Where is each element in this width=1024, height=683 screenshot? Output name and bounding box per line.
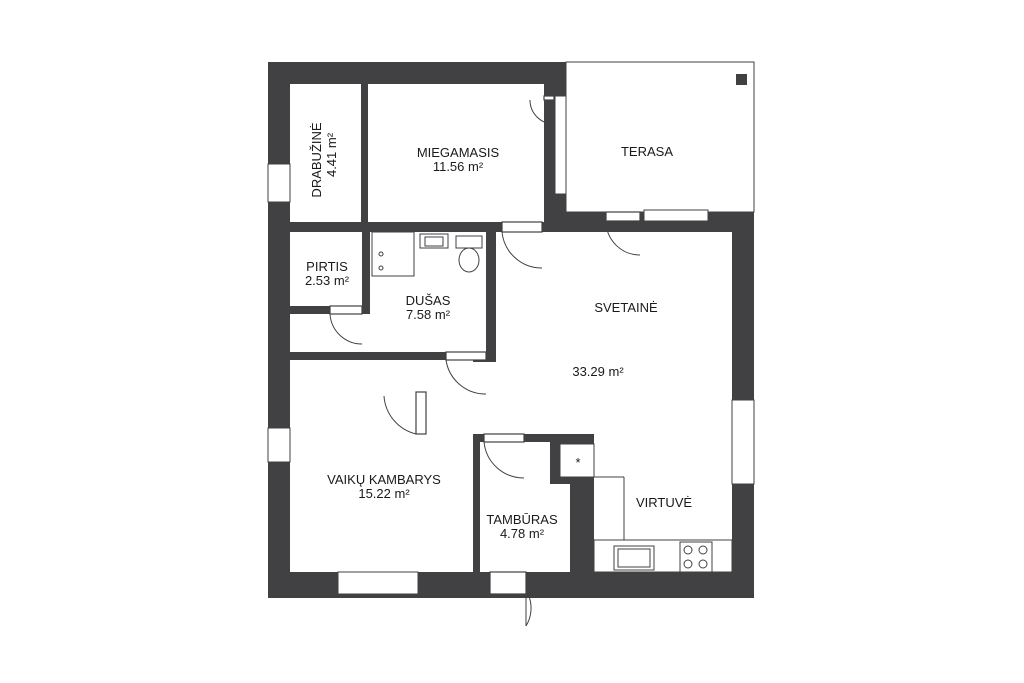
shower-head-icon <box>378 251 384 257</box>
room-name-miegamasis: MIEGAMASIS <box>417 145 500 160</box>
room-tamburas <box>480 442 550 572</box>
room-pirtis-fill <box>290 232 362 312</box>
shower-tray <box>371 231 415 277</box>
room-tamburas-ext <box>550 484 570 572</box>
window-drabuzine <box>267 163 291 203</box>
room-name-svetaine: SVETAINĖ <box>594 300 658 315</box>
door-tamburas[interactable] <box>483 433 525 479</box>
toilet-icon <box>455 235 483 273</box>
room-vaiku-ext <box>290 360 416 432</box>
vent-symbol: * <box>575 455 580 470</box>
room-area-pirtis: 2.53 m² <box>305 273 350 288</box>
room-area-drabuzine: 4.41 m² <box>324 132 339 177</box>
terrace-area <box>565 61 755 213</box>
sink-icon <box>419 233 449 249</box>
window-svetaine-north <box>643 209 709 222</box>
terrace-post <box>736 74 747 85</box>
room-area-tamburas: 4.78 m² <box>500 526 545 541</box>
room-name-vaiku: VAIKŲ KAMBARYS <box>327 472 441 487</box>
door-svetaine-north[interactable] <box>501 221 543 269</box>
door-miegamasis[interactable] <box>529 95 555 125</box>
room-miegamasis <box>368 84 544 222</box>
room-name-terasa: TERASA <box>621 144 673 159</box>
room-name-dusas: DUŠAS <box>406 293 451 308</box>
door-vaiku[interactable] <box>383 391 427 435</box>
window-svetaine-east <box>731 399 755 485</box>
wall-pirtis <box>362 232 370 312</box>
shower-drain-icon <box>378 265 384 271</box>
window-vaiku-south <box>337 571 419 595</box>
door-pirtis[interactable] <box>329 305 363 345</box>
room-name-virtuve: VIRTUVĖ <box>636 495 692 510</box>
door-entrance[interactable] <box>489 571 532 627</box>
room-area-vaiku: 15.22 m² <box>358 486 410 501</box>
room-drabuzine <box>290 84 361 222</box>
room-area-dusas: 7.58 m² <box>406 307 451 322</box>
room-svetaine-mid <box>426 362 732 434</box>
door-terasa[interactable] <box>605 211 641 256</box>
room-name-drabuzine: DRABUŽINĖ <box>309 122 324 197</box>
room-svetaine <box>496 232 732 362</box>
door-dusas[interactable] <box>445 351 487 395</box>
kitchen-sink-icon <box>613 545 655 571</box>
window-vaiku-west <box>267 427 291 463</box>
vent-shaft <box>559 443 595 478</box>
window-miegamasis-east <box>554 95 567 195</box>
room-area-miegamasis: 11.56 m² <box>433 159 484 174</box>
room-name-pirtis: PIRTIS <box>306 259 348 274</box>
cooktop-icon <box>679 541 713 573</box>
room-name-tamburas: TAMBŪRAS <box>486 512 558 527</box>
room-area-svetaine: 33.29 m² <box>572 364 624 379</box>
